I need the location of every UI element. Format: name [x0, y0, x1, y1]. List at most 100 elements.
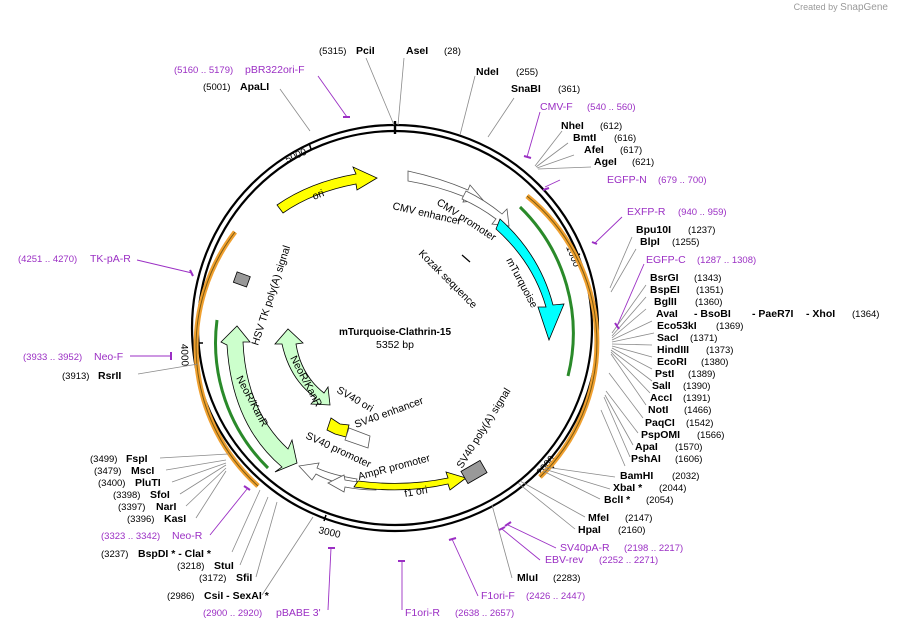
primer-cmv-f-range: (540 .. 560)	[587, 102, 636, 113]
site-pluti[interactable]: PluTI	[135, 477, 161, 489]
site-paqci[interactable]: PaqCI	[645, 417, 675, 429]
site-snabi[interactable]: SnaBI	[511, 83, 541, 95]
site-bspdi-clai[interactable]: BspDI * - ClaI *	[138, 548, 212, 560]
plasmid-length: 5352 bp	[376, 339, 414, 351]
primer-f1ori-r[interactable]: F1ori-R	[405, 607, 440, 619]
site-fspi-pos: (3499)	[90, 454, 117, 465]
site-bspei[interactable]: BspEI	[650, 284, 680, 296]
site-xbai[interactable]: XbaI *	[613, 482, 643, 494]
site-mfei[interactable]: MfeI	[588, 512, 609, 524]
site-bmti[interactable]: BmtI	[573, 132, 596, 144]
site-psti[interactable]: PstI	[655, 368, 674, 380]
primer-pbr322ori-f[interactable]: pBR322ori-F	[245, 64, 305, 76]
primer-neo-r[interactable]: Neo-R	[172, 530, 203, 542]
site-fspi[interactable]: FspI	[126, 453, 148, 465]
site-sfii[interactable]: SfiI	[236, 572, 252, 584]
primer-f1ori-r-range: (2638 .. 2657)	[455, 608, 514, 619]
site-avai[interactable]: AvaI	[656, 308, 678, 320]
site-paer7i[interactable]: - PaeR7I	[752, 308, 794, 320]
primer-neo-f-range: (3933 .. 3952)	[23, 352, 82, 363]
primer-f1ori-f[interactable]: F1ori-F	[481, 590, 515, 602]
site-hindiii[interactable]: HindIII	[657, 344, 689, 356]
site-sali-pos: (1390)	[683, 381, 710, 392]
site-nari-pos: (3397)	[118, 502, 145, 513]
site-nhei[interactable]: NheI	[561, 120, 584, 132]
site-ecori[interactable]: EcoRI	[657, 356, 687, 368]
site-bamhi[interactable]: BamHI	[620, 470, 653, 482]
site-afei[interactable]: AfeI	[584, 144, 604, 156]
site-saci-pos: (1371)	[690, 333, 717, 344]
site-sfoi-pos: (3398)	[113, 490, 140, 501]
site-pspomi[interactable]: PspOMI	[641, 429, 680, 441]
site-mlui-pos: (2283)	[553, 573, 580, 584]
site-stui-pos: (3218)	[177, 561, 204, 572]
site-xhoi-pos: (1364)	[852, 309, 879, 320]
site-leader-lines	[137, 57, 655, 596]
site-rsrii[interactable]: RsrII	[98, 370, 121, 382]
site-sali[interactable]: SalI	[652, 380, 671, 392]
orf-arc-neor-green	[214, 319, 270, 470]
primer-pbabe-3[interactable]: pBABE 3'	[276, 607, 321, 619]
site-nari[interactable]: NarI	[156, 501, 177, 513]
plasmid-name: mTurquoise-Clathrin-15	[339, 327, 451, 338]
site-pshai[interactable]: PshAI	[631, 453, 661, 465]
orf-arc-neor-orange-line	[195, 231, 259, 487]
site-saci[interactable]: SacI	[657, 332, 679, 344]
site-bsrgi-pos: (1343)	[694, 273, 721, 284]
site-xhoi[interactable]: - XhoI	[806, 308, 835, 320]
site-apai-pos: (1570)	[675, 442, 702, 453]
site-acci[interactable]: AccI	[650, 392, 672, 404]
site-snabi-pos: (361)	[558, 84, 580, 95]
feature-hsv-tk-polya-signal	[232, 271, 251, 288]
site-noti[interactable]: NotI	[648, 404, 668, 416]
site-bsobi[interactable]: - BsoBI	[694, 308, 731, 320]
site-apai[interactable]: ApaI	[635, 441, 658, 453]
primer-egfp-c[interactable]: EGFP-C	[646, 254, 686, 266]
site-bmti-pos: (616)	[614, 133, 636, 144]
site-bsrgi[interactable]: BsrGI	[650, 272, 679, 284]
site-kasi[interactable]: KasI	[164, 513, 186, 525]
site-apali[interactable]: ApaLI	[240, 81, 269, 93]
feature-label-neor-kanr-inner: NeoR/KanR	[287, 354, 324, 409]
site-csii-sexai[interactable]: CsiI - SexAI *	[204, 590, 270, 602]
primer-sv40pa-r-range: (2198 .. 2217)	[624, 543, 683, 554]
primer-egfp-n[interactable]: EGFP-N	[607, 174, 647, 186]
site-msci[interactable]: MscI	[131, 465, 154, 477]
site-ndei[interactable]: NdeI	[476, 66, 499, 78]
tick-2000: 2000	[535, 453, 558, 477]
feature-sv40-ori	[326, 417, 350, 438]
site-mfei-pos: (2147)	[625, 513, 652, 524]
site-asei[interactable]: AseI	[406, 45, 428, 57]
site-csii-sexai-pos: (2986)	[167, 591, 194, 602]
primer-exfp-r[interactable]: EXFP-R	[627, 206, 666, 218]
site-sfoi[interactable]: SfoI	[150, 489, 170, 501]
site-bcli[interactable]: BclI *	[604, 494, 631, 506]
site-afei-pos: (617)	[620, 145, 642, 156]
site-psti-pos: (1389)	[688, 369, 715, 380]
primer-sv40pa-r[interactable]: SV40pA-R	[560, 542, 610, 554]
site-pcii[interactable]: PciI	[356, 45, 375, 57]
site-bglii[interactable]: BglII	[654, 296, 677, 308]
site-hpai[interactable]: HpaI	[578, 524, 601, 536]
site-eco53ki[interactable]: Eco53kI	[657, 320, 697, 332]
primer-tk-pa-r-range: (4251 .. 4270)	[18, 254, 77, 265]
site-agei[interactable]: AgeI	[594, 156, 617, 168]
site-blpi[interactable]: BlpI	[640, 236, 660, 248]
site-stui[interactable]: StuI	[214, 560, 234, 572]
orf-arc-mturquoise-orange	[525, 194, 600, 479]
primer-cmv-f[interactable]: CMV-F	[540, 101, 573, 113]
feature-mturquoise	[495, 218, 565, 342]
primer-tk-pa-r[interactable]: TK-pA-R	[90, 253, 131, 265]
svg-text:4000: 4000	[178, 344, 190, 367]
site-mlui[interactable]: MluI	[517, 572, 538, 584]
feature-sv40-polya-signal	[460, 459, 488, 485]
site-bglii-pos: (1360)	[695, 297, 722, 308]
site-hpai-pos: (2160)	[618, 525, 645, 536]
site-bspdi-clai-pos: (3237)	[101, 549, 128, 560]
primer-ebv-rev[interactable]: EBV-rev	[545, 554, 584, 566]
feature-kozak-sequence	[461, 254, 471, 263]
tick-3000: 3000	[317, 514, 342, 541]
primer-neo-f[interactable]: Neo-F	[94, 351, 123, 363]
site-bpu10i[interactable]: Bpu10I	[636, 224, 671, 236]
